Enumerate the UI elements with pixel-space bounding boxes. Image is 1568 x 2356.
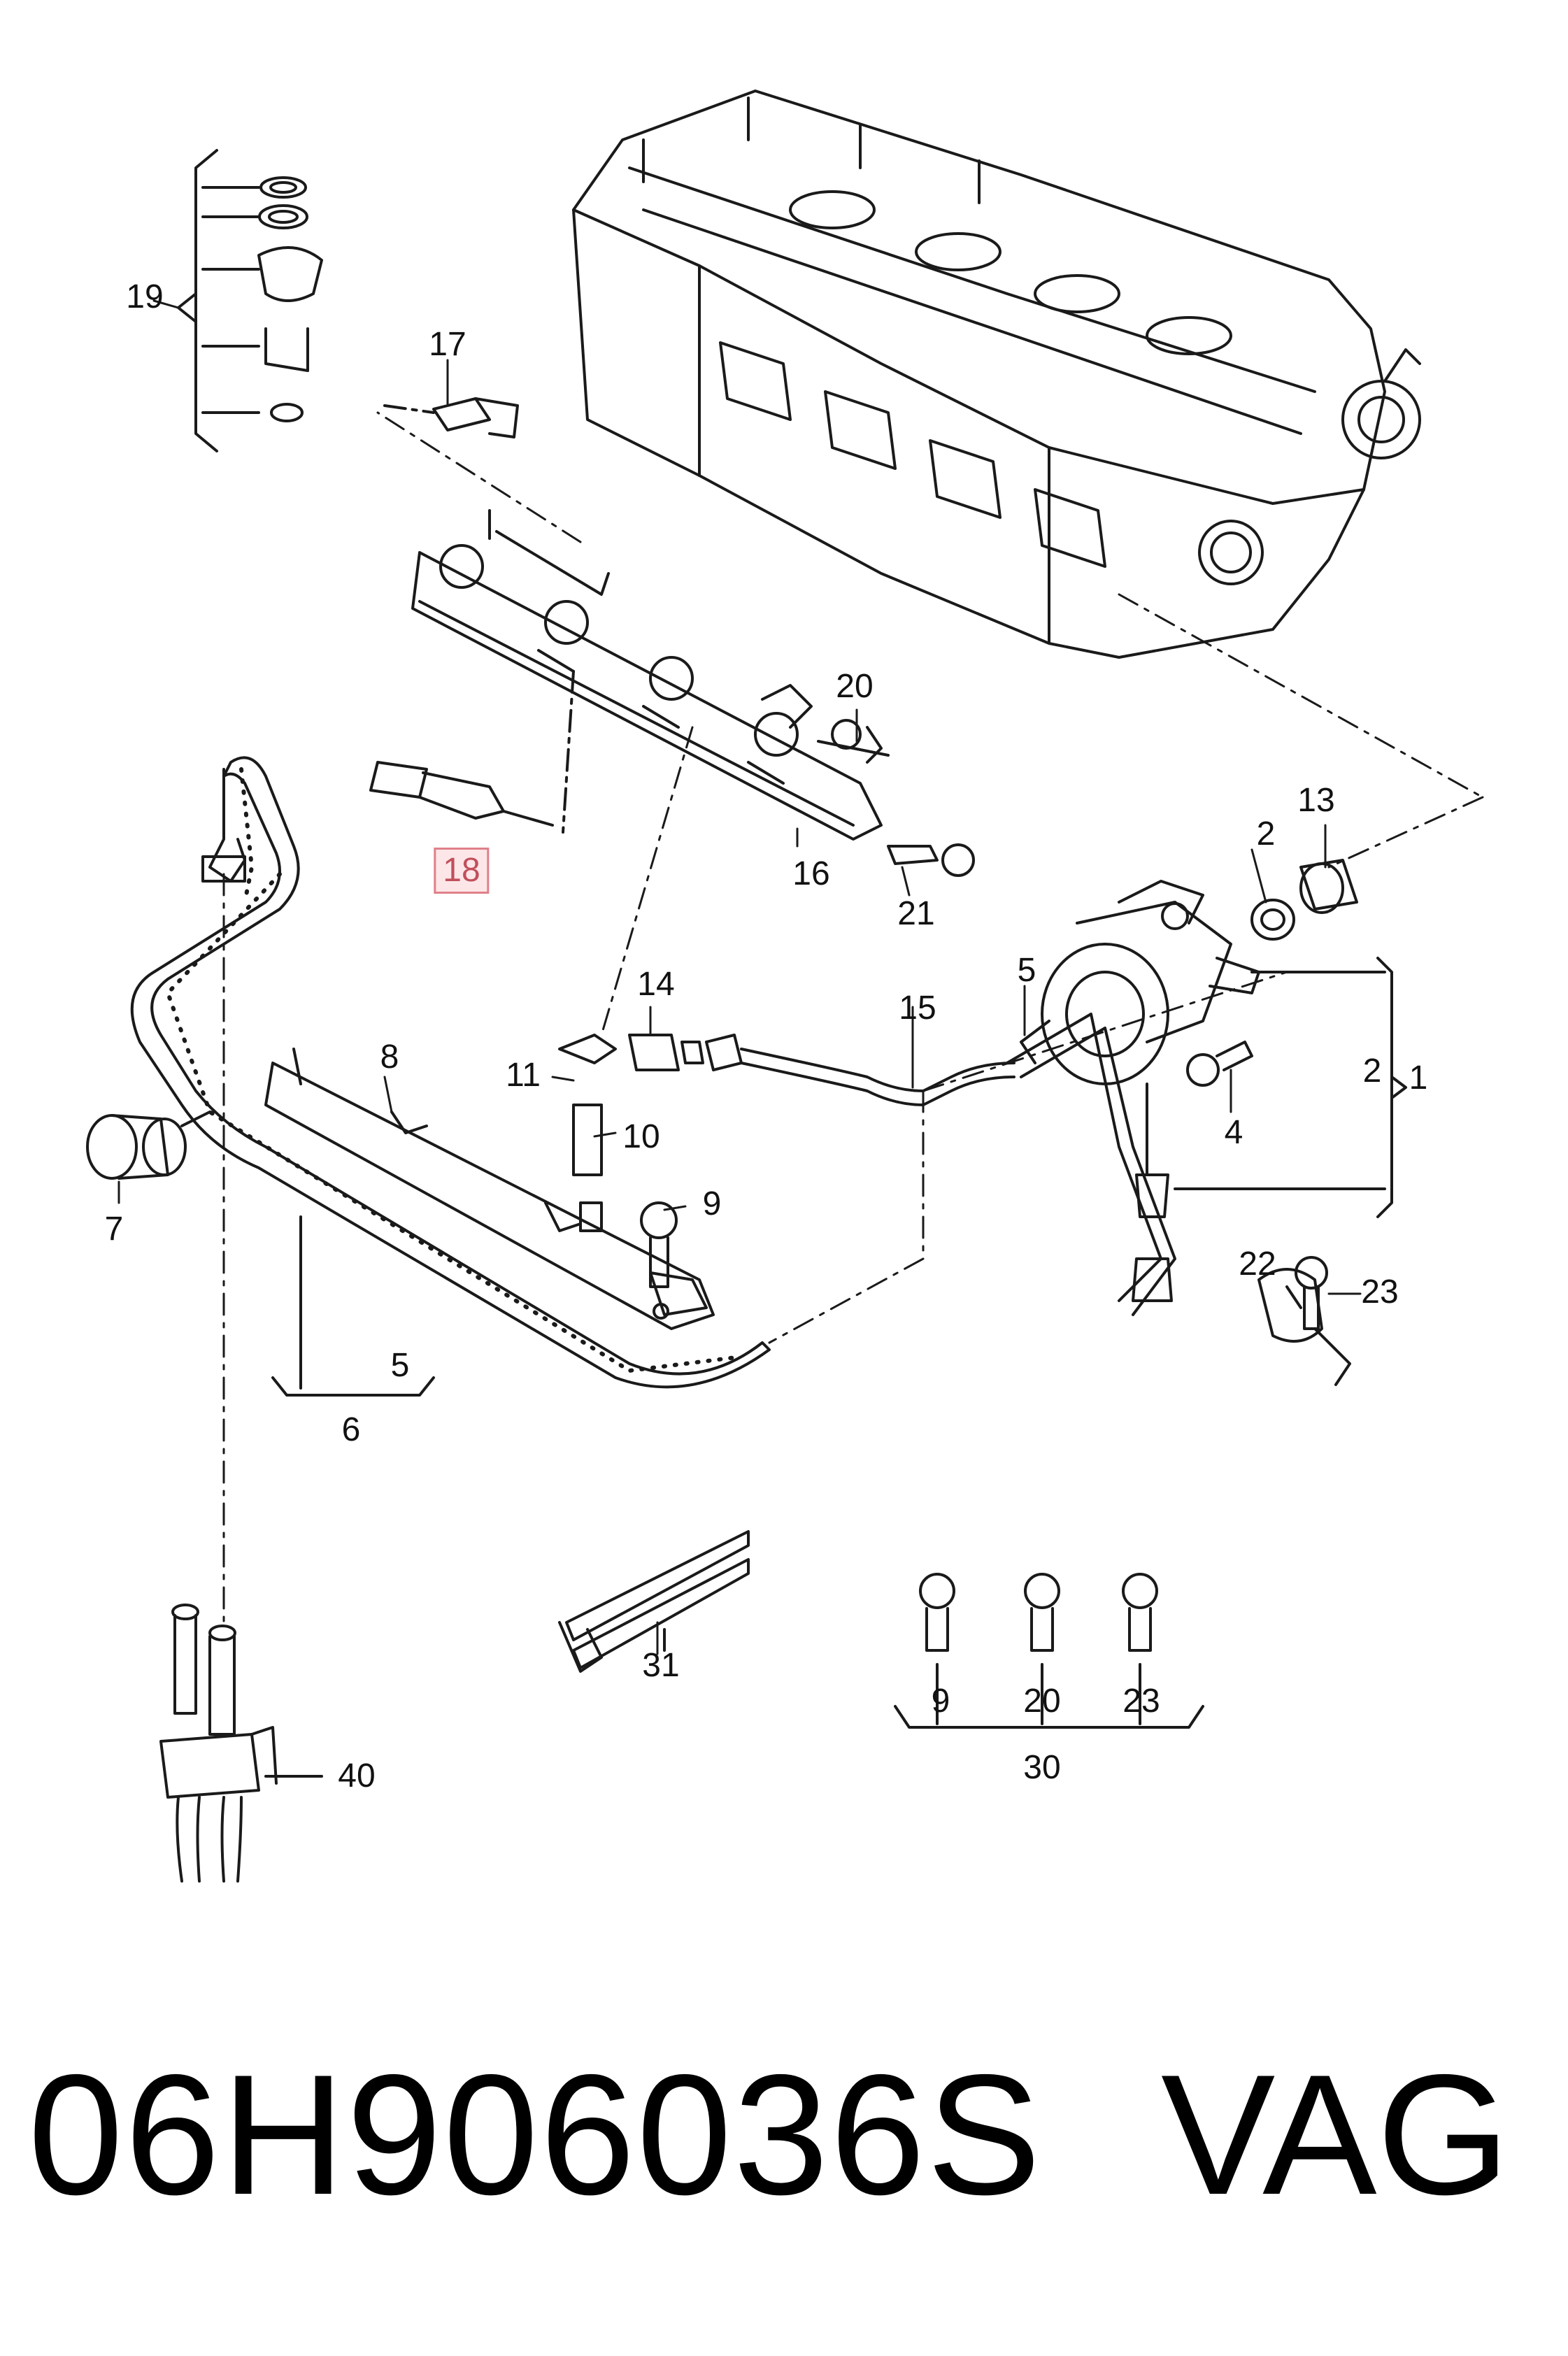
callout-label: 5 <box>1017 952 1036 989</box>
callout-label: 9 <box>931 1683 950 1720</box>
callout-label: 10 <box>622 1118 660 1155</box>
callout-label: 20 <box>836 668 874 705</box>
cylinder-head-drawing <box>572 90 1421 659</box>
callout-label: 30 <box>1023 1749 1061 1786</box>
leader-lines <box>222 411 1484 1631</box>
callout-label: 31 <box>642 1647 680 1684</box>
small-parts-drawing <box>1186 859 1358 1386</box>
callout-label: 2 <box>1362 1052 1382 1090</box>
callout-label: 5 <box>390 1347 410 1384</box>
callout-label: 8 <box>380 1038 399 1076</box>
fuel-rail-drawing <box>411 509 975 877</box>
callout-label: 16 <box>792 855 830 892</box>
callout-label: 23 <box>1361 1273 1399 1311</box>
callout-label: 20 <box>1023 1683 1061 1720</box>
part-number: 06H906036S <box>28 2039 1043 2230</box>
fuel-pump-drawing <box>1020 880 1260 1302</box>
sleeve-drawing <box>86 1111 211 1180</box>
screw-set-drawing <box>919 1573 1158 1652</box>
callout-label: 40 <box>338 1757 376 1794</box>
fuel-line-drawing <box>628 1013 1176 1316</box>
highlighted-callout-label: 18 <box>434 848 490 894</box>
seal-kit-drawing <box>177 149 323 452</box>
callout-label: 7 <box>104 1211 124 1248</box>
callout-label: 14 <box>637 966 675 1003</box>
callout-label: 22 <box>1239 1245 1276 1283</box>
callout-label: 9 <box>702 1185 722 1222</box>
cable-tie-drawing <box>558 1530 750 1673</box>
callout-label: 4 <box>1224 1114 1243 1151</box>
pipe-holder-drawing <box>159 1604 323 1883</box>
group-brackets <box>271 957 1407 1729</box>
callout-label: 15 <box>899 990 936 1027</box>
callout-label: 21 <box>897 895 935 932</box>
callout-label: 23 <box>1122 1683 1160 1720</box>
callout-label: 19 <box>126 278 164 315</box>
pressure-sensor-drawing <box>383 397 519 438</box>
injector-drawing <box>369 670 575 834</box>
brand-name: VAG <box>1161 2039 1511 2230</box>
callout-label: 6 <box>341 1411 361 1448</box>
callout-pointers <box>117 299 1362 1655</box>
callout-label: 17 <box>429 326 466 363</box>
callout-label: 1 <box>1409 1059 1428 1097</box>
callout-label: 11 <box>506 1057 541 1094</box>
callout-label: 13 <box>1297 782 1335 819</box>
bracket-drawing <box>264 1034 715 1330</box>
callout-label: 2 <box>1256 815 1276 852</box>
